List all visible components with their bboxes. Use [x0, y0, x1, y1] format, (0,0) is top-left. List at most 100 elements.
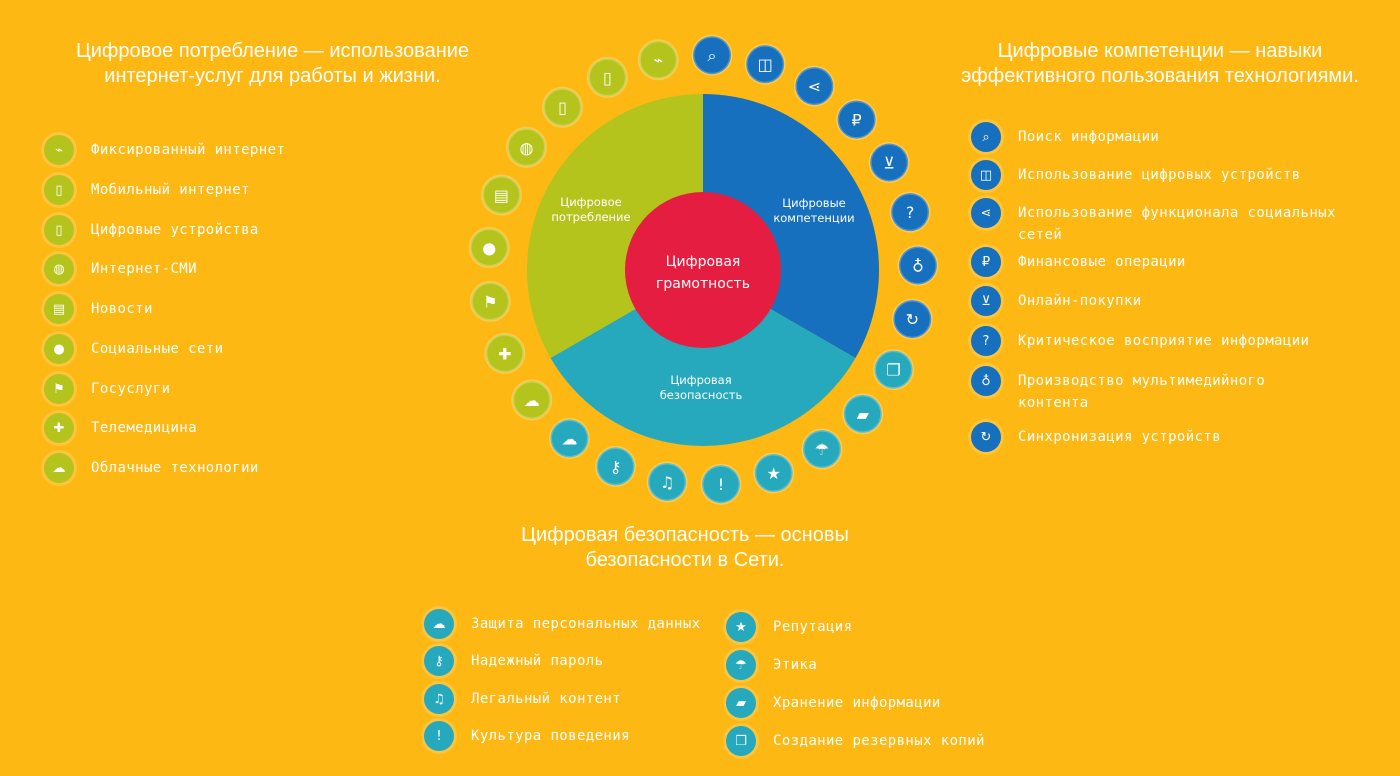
share-icon: ⋖ — [971, 198, 1001, 228]
star-icon: ★ — [726, 612, 756, 642]
list-item-label-line: Фиксированный интернет — [91, 142, 286, 158]
ring-usb-plug-icon: ⌁ — [637, 39, 679, 81]
list-item-label-line: контента — [1018, 395, 1089, 411]
list-item-label: Критическое восприятие информации — [1018, 330, 1309, 352]
list-item-label-line: Легальный контент — [471, 691, 622, 707]
list-item: ▰Хранение информации — [726, 688, 941, 718]
ring-sync-icon: ↻ — [891, 298, 933, 340]
ring-icon-glyph: ? — [906, 203, 915, 222]
list-item-label: Производство мультимедийного контента — [1018, 370, 1265, 414]
list-item-label-line: Новости — [91, 301, 153, 317]
ring-folder-icon: ▰ — [842, 393, 884, 435]
ruble-icon: ₽ — [971, 247, 1001, 277]
list-item-label-line: Этика — [773, 657, 818, 673]
ring-icon-circle — [586, 56, 628, 98]
sector-consumption-label-line2: потребление — [551, 210, 630, 224]
ring-icon-circle — [891, 298, 933, 340]
copy-files-icon: ❐ — [726, 726, 756, 756]
ring-copy-files-icon: ❐ — [873, 349, 915, 391]
list-item: ▯ Мобильный интернет — [44, 175, 250, 205]
ring-icon-circle — [700, 463, 742, 505]
ring-icon-glyph: ✚ — [498, 344, 511, 363]
search-icon: ⌕ — [971, 122, 1001, 152]
center-label-line2: грамотность — [656, 276, 750, 292]
list-item-label-line: Облачные технологии — [91, 460, 259, 476]
ring-newspaper-icon: ▤ — [480, 174, 522, 216]
list-item-label-line: Финансовые операции — [1018, 254, 1186, 270]
heading-security: Цифровая безопасность — основы безопасно… — [521, 524, 849, 571]
list-item-label-line: Использование цифровых устройств — [1018, 167, 1301, 183]
ring-medical-cross-icon: ✚ — [484, 332, 526, 374]
ring-cart-icon: ⊻ — [868, 142, 910, 183]
ring-icon-glyph: ⌕ — [708, 46, 717, 65]
sector-competence-label-line2: компетенции — [773, 211, 854, 225]
list-item: ⚑Госуслуги — [44, 374, 170, 404]
ring-icon-glyph: ▤ — [494, 186, 509, 205]
ring-icon-glyph: ▯ — [603, 68, 612, 87]
ring-icon-circle — [793, 65, 835, 107]
exclamation-icon: ! — [424, 721, 454, 751]
ring-icon-circle — [469, 280, 511, 322]
ring-share-icon: ⋖ — [793, 65, 835, 107]
list-item: ● Социальные сети — [44, 334, 223, 364]
ring-search-icon: ⌕ — [691, 34, 733, 76]
list-item-label-line: Производство мультимедийного — [1018, 373, 1266, 389]
cloud-shield-icon: ☁ — [424, 609, 454, 639]
ring-icon-circle — [889, 191, 931, 233]
ring-icon-glyph: ! — [718, 475, 724, 494]
flag-icon: ⚑ — [44, 374, 74, 404]
competence-list: ⌕Поиск информации◫Использование цифровых… — [971, 122, 1391, 462]
ring-icon-circle — [468, 227, 510, 269]
list-item-label: Облачные технологии — [91, 457, 259, 479]
cloud-download-icon: ☁ — [44, 453, 74, 483]
ring-icon-circle — [753, 452, 795, 494]
list-item-label: Культура поведения — [471, 725, 630, 747]
usb-plug-icon: ⌁ — [44, 135, 74, 165]
heading-consumption: Цифровое потребление — использование инт… — [75, 40, 470, 87]
list-item-label-line: Социальные сети — [91, 341, 224, 357]
list-item: ⚷ Надежный пароль — [424, 646, 603, 676]
ring-mobile-data-icon: ▯ — [586, 56, 628, 98]
list-item-label-line: Надежный пароль — [471, 653, 604, 669]
ring-ruble-icon: ₽ — [836, 99, 878, 141]
ring-icon-glyph: ☁ — [524, 391, 540, 410]
list-item-label: Использование цифровых устройств — [1018, 164, 1301, 186]
devices-icon: ◫ — [971, 160, 1001, 190]
smartphone-icon: ▯ — [44, 215, 74, 245]
list-item-label-line: Хранение информации — [773, 695, 941, 711]
list-item-label: Телемедицина — [91, 417, 197, 439]
ring-icon-glyph: ◍ — [519, 138, 533, 157]
ring-icon-glyph: ● — [482, 239, 496, 258]
sector-security-label-line1: Цифровая — [670, 373, 731, 387]
ring-icon-circle — [542, 86, 584, 128]
list-item-label-line: сетей — [1018, 227, 1063, 243]
mobile-data-icon: ▯ — [44, 175, 74, 205]
ring-question-icon: ? — [889, 191, 931, 233]
list-item-label: Хранение информации — [773, 692, 941, 714]
microphone-icon: ♁ — [971, 366, 1001, 396]
cart-icon: ⊻ — [971, 286, 1001, 316]
ring-icon-circle — [595, 445, 637, 487]
ring-icon-glyph: ↻ — [906, 310, 919, 329]
ring-flag-icon: ⚑ — [469, 280, 511, 322]
list-item-label-line: Мобильный интернет — [91, 182, 250, 198]
list-item-label-line: Синхронизация устройств — [1018, 429, 1222, 445]
list-item-label: Защита персональных данных — [471, 613, 701, 635]
ring-icon-circle — [511, 379, 553, 421]
ring-globe-icon: ◍ — [505, 126, 547, 168]
list-item: ☁ Защита персональных данных — [424, 609, 701, 639]
ring-star-icon: ★ — [753, 452, 795, 494]
security-list-left: ☁ Защита персональных данных ⚷ Надежный пар… — [424, 609, 724, 759]
ring-icon-glyph: ⚷ — [610, 457, 622, 476]
list-item: ★Репутация — [726, 612, 852, 642]
question-icon: ? — [971, 326, 1001, 356]
key-icon: ⚷ — [424, 646, 454, 676]
list-item: ❐Создание резервных копий — [726, 726, 985, 756]
people-icon: ● — [44, 334, 74, 364]
medical-cross-icon: ✚ — [44, 413, 74, 443]
sector-security — [550, 270, 856, 447]
list-item: ? Критическое восприятие информации — [971, 326, 1309, 356]
list-item-label-line: Защита персональных данных — [471, 616, 701, 632]
center-circle — [625, 192, 781, 348]
